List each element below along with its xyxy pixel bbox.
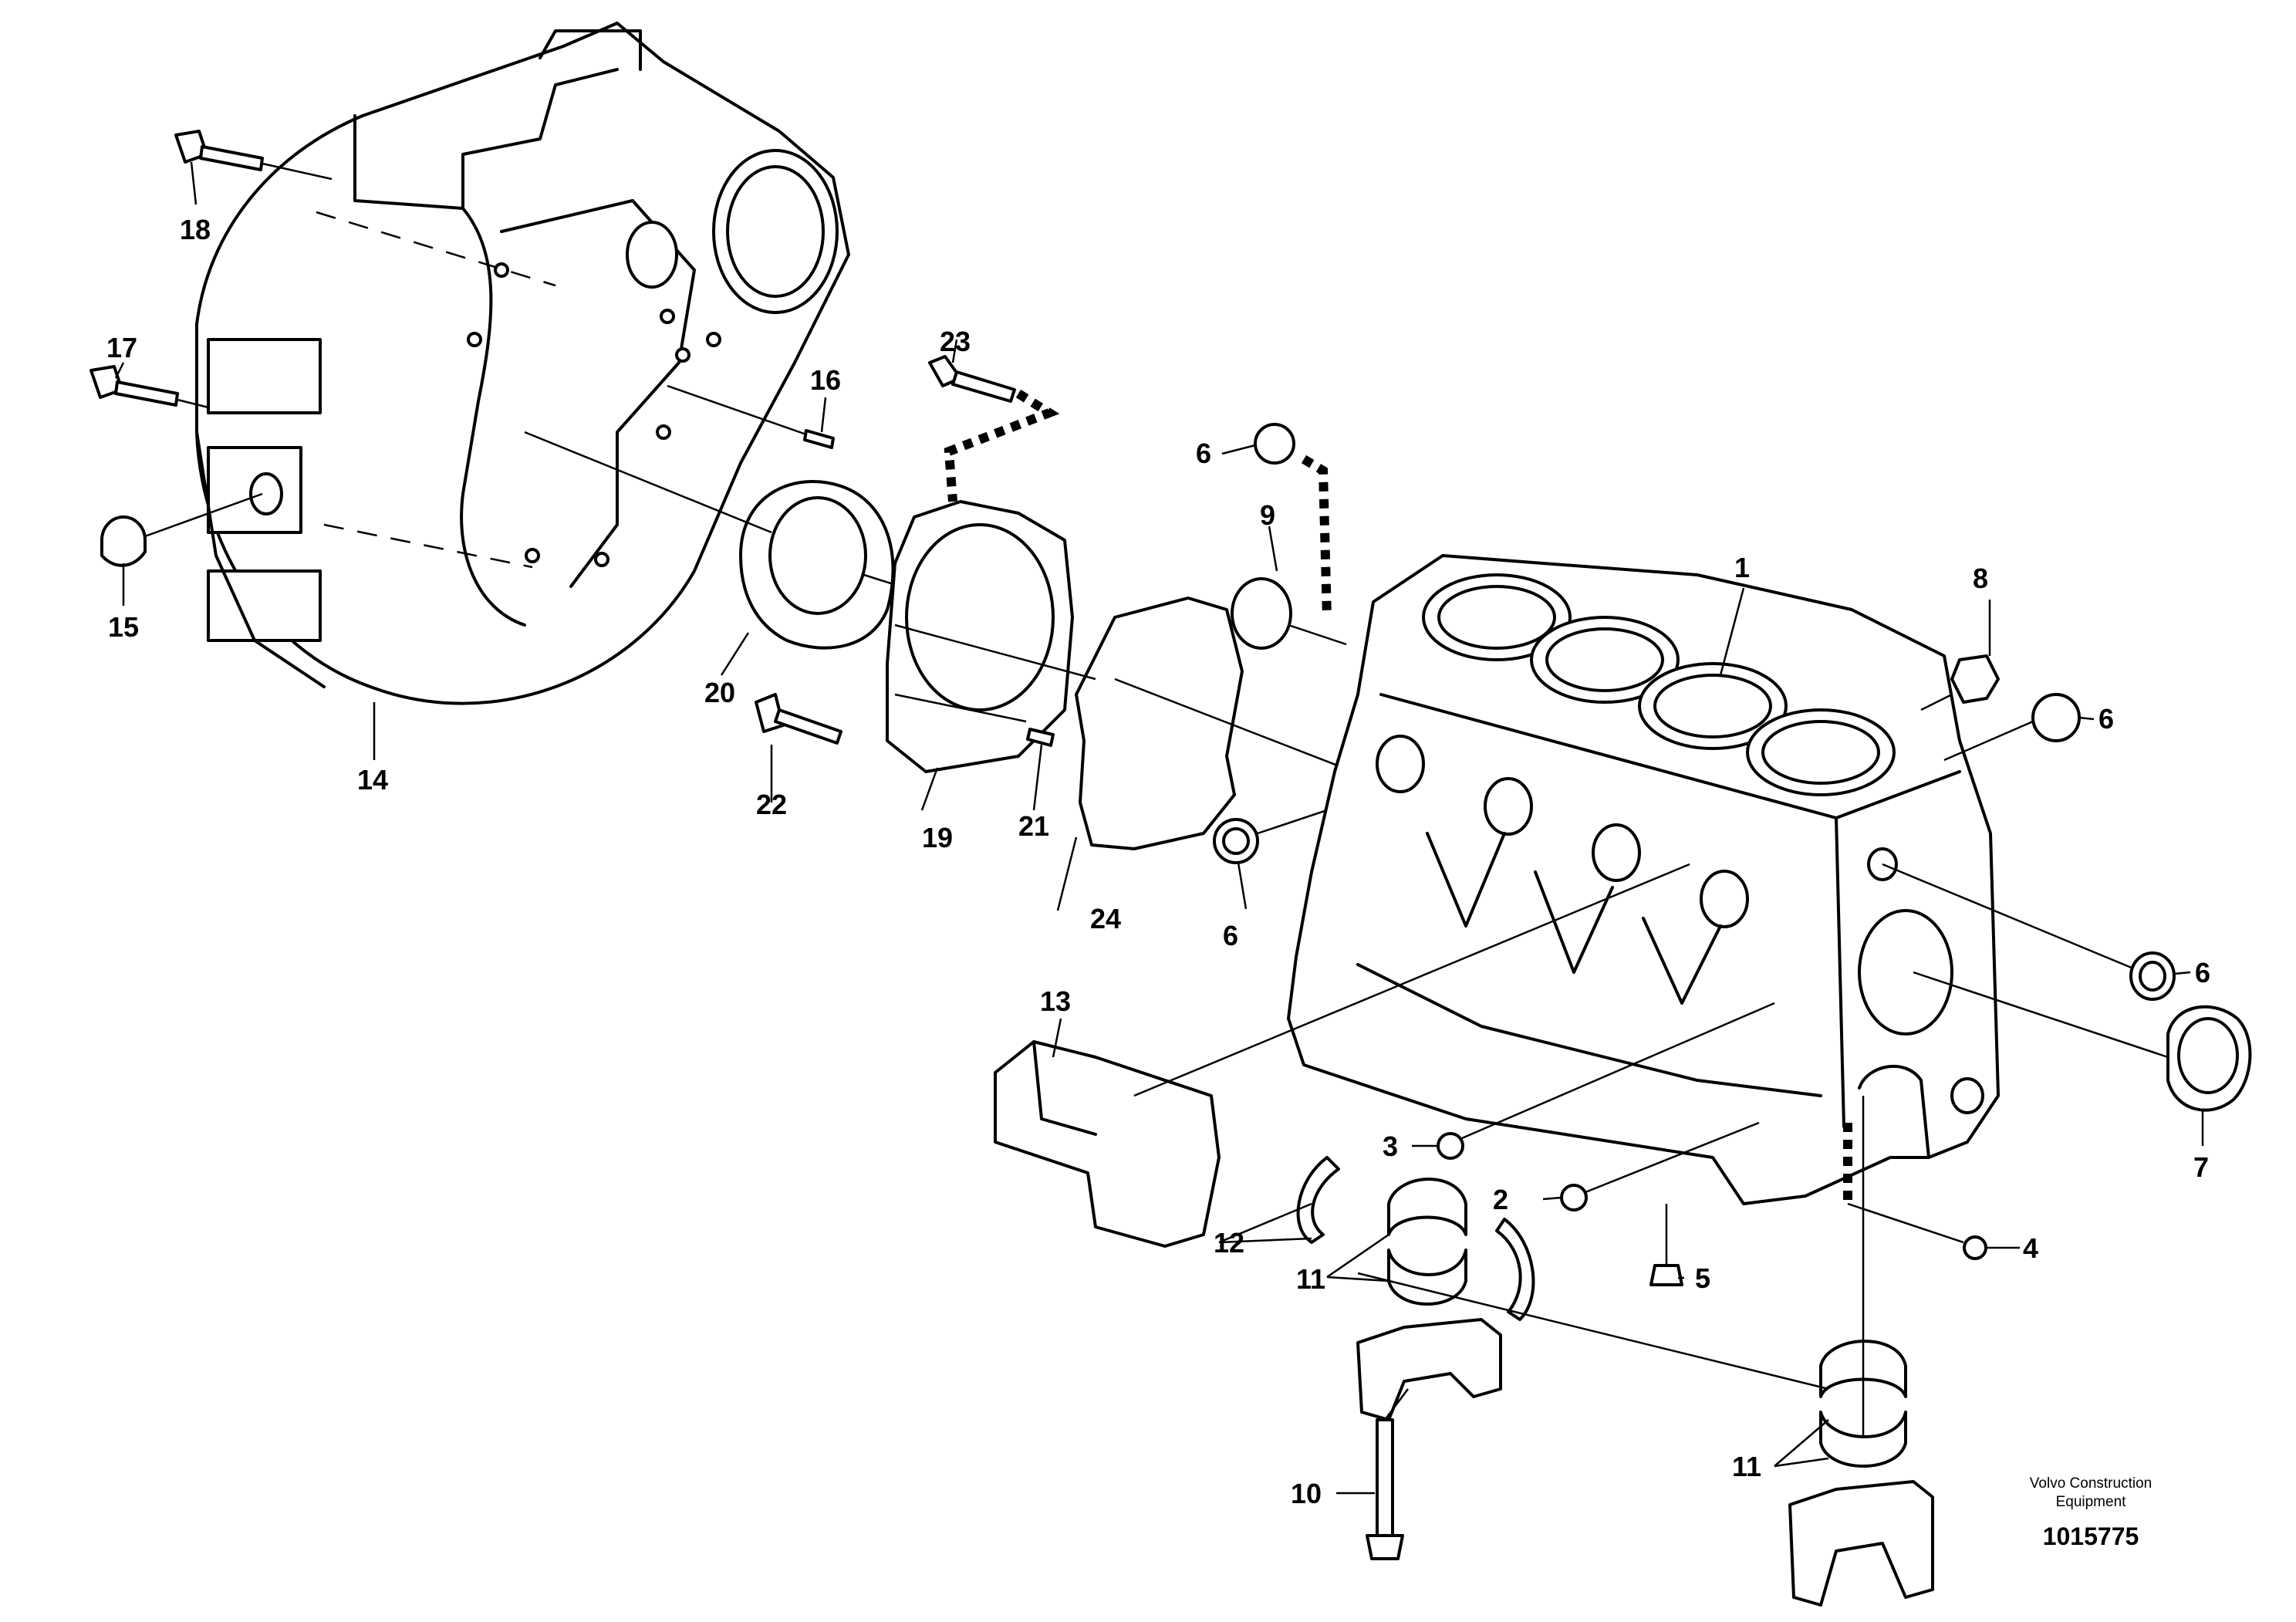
callout-6-right: 6 [2195,957,2210,988]
callout-4: 4 [2023,1232,2038,1264]
plug-4 [1843,1123,1987,1260]
callout-20: 20 [704,677,735,708]
seal-ring-7 [1913,971,2252,1112]
gasket-24 [894,596,1374,850]
seal-ring-20 [524,431,950,650]
callout-18: 18 [180,214,211,245]
callout-14: 14 [357,764,388,796]
callout-24: 24 [1090,903,1121,934]
flywheel-housing [195,22,850,705]
bolt-18 [174,130,333,181]
main-bearing-shells-11 [1326,1178,1907,1468]
bracket-13 [994,863,1690,1248]
bearing-cap [1356,1096,1934,1607]
callout-2: 2 [1493,1184,1508,1215]
thrust-washers-12 [1218,1156,1535,1321]
engine-block [1287,554,2000,1205]
callout-19: 19 [922,822,953,853]
bolt-10 [1366,1388,1409,1560]
brand-line-1: Volvo Construction [2030,1475,2152,1492]
plug-8 [1920,654,2000,711]
callout-11-left: 11 [1296,1263,1325,1295]
callout-13: 13 [1040,985,1071,1017]
drawing-number: 1015775 [2043,1522,2139,1550]
callout-1: 1 [1734,552,1750,583]
rear-cover-19 [886,500,1074,773]
callout-9: 9 [1260,499,1275,531]
callout-labels: 1 2 3 4 5 6 6 6 6 7 8 9 10 11 11 12 13 1… [106,214,2210,1509]
callout-16: 16 [810,364,841,396]
plug-6-right-top [1943,693,2081,762]
callout-3: 3 [1383,1130,1398,1162]
plug-9 [1231,577,1347,650]
callout-12: 12 [1214,1227,1244,1259]
callout-6-top: 6 [1196,438,1211,469]
dowel-16 [667,384,835,449]
callout-11-right: 11 [1732,1451,1761,1482]
plug-6-right [1882,863,2176,1001]
bolt-22 [755,693,842,745]
callout-6-left: 6 [1223,920,1238,951]
callout-8: 8 [1973,563,1988,594]
callout-15: 15 [108,611,139,643]
callout-5: 5 [1695,1262,1710,1294]
bolt-17 [89,365,209,409]
callout-7: 7 [2193,1151,2209,1183]
plug-6-top [1254,423,1332,618]
callout-6-right-top: 6 [2098,703,2114,735]
callout-10: 10 [1291,1478,1322,1509]
plug-5 [1649,1204,1683,1286]
bolt-23 [928,355,1060,502]
plug-15 [100,492,263,567]
title-block: Volvo Construction Equipment 1015775 [2030,1475,2152,1550]
leader-lines [114,161,2204,1495]
callout-17: 17 [106,332,137,363]
brand-line-2: Equipment [2056,1494,2127,1510]
callout-23: 23 [940,326,971,357]
callout-22: 22 [756,789,787,820]
callout-21: 21 [1018,810,1049,842]
